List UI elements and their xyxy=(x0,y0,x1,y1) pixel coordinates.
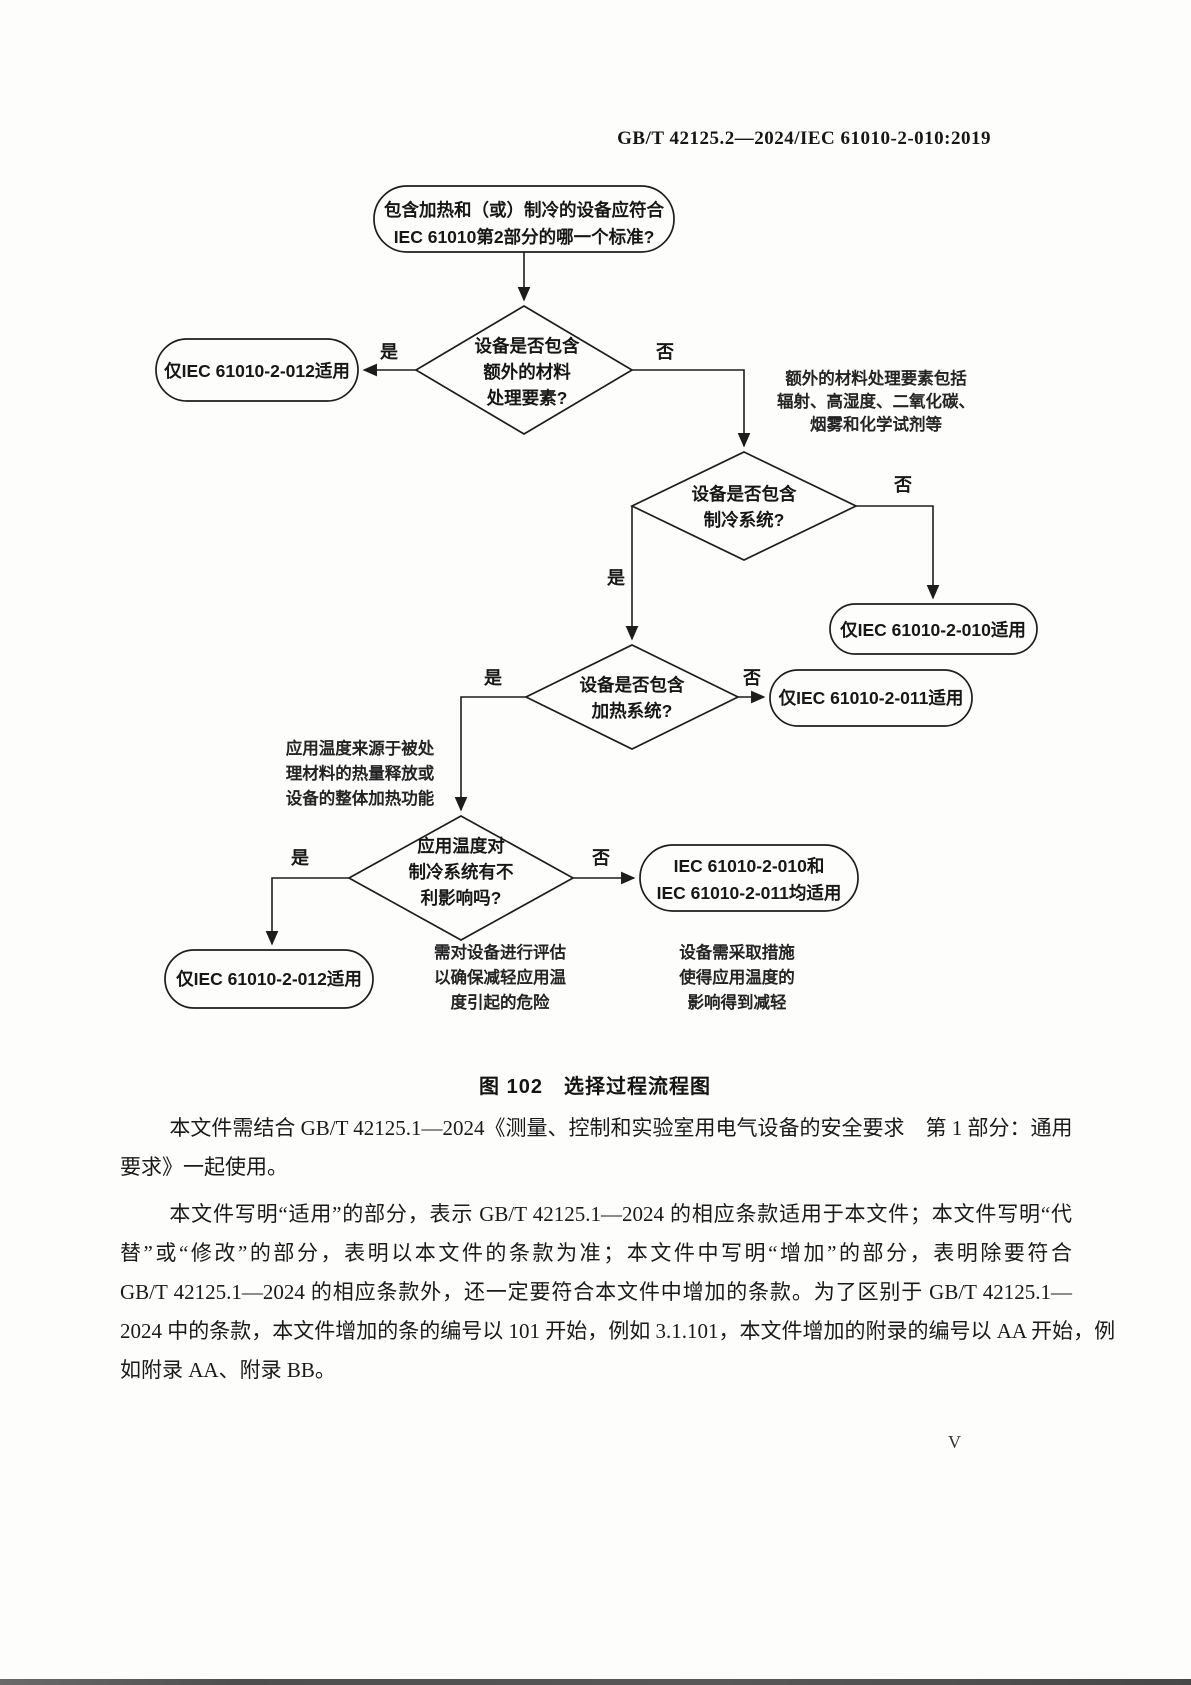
body-paragraph-2: 本文件写明“适用”的部分，表示 GB/T 42125.1—2024 的相应条款适… xyxy=(120,1195,1116,1390)
decision-cooling-label: 设备是否包含 xyxy=(692,484,797,504)
result-010-011-label: IEC 61010-2-011均适用 xyxy=(657,883,842,903)
result-012-bottom-label: 仅IEC 61010-2-012适用 xyxy=(175,969,362,989)
decision-cooling-label: 制冷系统? xyxy=(704,510,785,530)
decision-adverse-effect-shape xyxy=(347,815,575,941)
note-material-factors: 额外的材料处理要素包括 xyxy=(785,368,967,388)
branch-label-no-3: 否 xyxy=(742,668,761,688)
standard-number-header: GB/T 42125.2—2024/IEC 61010-2-010:2019 xyxy=(617,128,991,149)
decision-material-label: 额外的材料 xyxy=(483,362,571,382)
result-010-011-shape xyxy=(639,844,859,912)
decision-material-label: 处理要素? xyxy=(486,388,568,408)
decision-adverse-effect-label: 制冷系统有不 xyxy=(409,862,514,882)
start-node-label: IEC 61010第2部分的哪一个标准? xyxy=(394,227,655,247)
body-paragraph-1: 本文件需结合 GB/T 42125.1—2024《测量、控制和实验室用电气设备的… xyxy=(120,1109,1073,1187)
paragraph-line: 如附录 AA、附录 BB。 xyxy=(120,1358,336,1382)
start-node-label: 包含加热和（或）制冷的设备应符合 xyxy=(384,200,664,220)
note-app-temp-source: 应用温度来源于被处 xyxy=(286,738,435,758)
note-assessment: 以确保减轻应用温 xyxy=(434,967,567,987)
decision-adverse-effect-label: 利影响吗? xyxy=(421,888,502,908)
branch-label-no-4: 否 xyxy=(591,848,610,868)
branch-label-yes-3: 是 xyxy=(483,668,502,688)
branch-label-yes-1: 是 xyxy=(379,342,398,362)
connector-d4-yes xyxy=(265,877,349,946)
connector-d2-no xyxy=(856,505,940,600)
note-measures: 影响得到减轻 xyxy=(688,992,788,1012)
paragraph-line: 本文件写明“适用”的部分，表示 GB/T 42125.1—2024 的相应条款适… xyxy=(169,1202,1072,1226)
paragraph-line: 本文件需结合 GB/T 42125.1—2024《测量、控制和实验室用电气设备的… xyxy=(169,1116,1073,1140)
figure-caption: 图 102 选择过程流程图 xyxy=(479,1076,711,1098)
note-app-temp-source: 设备的整体加热功能 xyxy=(286,788,435,808)
decision-heating-label: 设备是否包含 xyxy=(580,675,685,695)
result-010-011-label: IEC 61010-2-010和 xyxy=(674,856,825,876)
decision-heating-shape xyxy=(524,644,740,750)
result-011-shape xyxy=(769,669,973,727)
result-012-top-shape xyxy=(155,338,359,402)
connector-d3-yes xyxy=(454,696,526,812)
selection-flowchart: 是 否 否 是 是 否 是 否 包含加热和（或）制冷的设备应符合 IEC 610… xyxy=(155,185,1038,1012)
branch-label-no-1: 否 xyxy=(655,342,674,362)
paragraph-line: 2024 中的条款，本文件增加的条的编号以 101 开始，例如 3.1.101，… xyxy=(120,1319,1116,1343)
result-010-label: 仅IEC 61010-2-010适用 xyxy=(839,620,1026,640)
branch-label-yes-2: 是 xyxy=(606,568,625,588)
scan-edge-artifact xyxy=(0,1679,1191,1685)
note-material-factors: 辐射、高湿度、二氧化碳、 xyxy=(777,391,975,411)
paragraph-line: GB/T 42125.1—2024 的相应条款外，还一定要符合本文件中增加的条款… xyxy=(120,1280,1072,1304)
note-assessment: 度引起的危险 xyxy=(451,992,551,1012)
page-number: V xyxy=(948,1432,961,1452)
decision-adverse-effect-label: 应用温度对 xyxy=(417,836,505,856)
decision-material-label: 设备是否包含 xyxy=(475,336,580,356)
result-011-label: 仅IEC 61010-2-011适用 xyxy=(778,688,964,708)
result-010-shape xyxy=(829,603,1038,655)
decision-heating-label: 加热系统? xyxy=(591,701,673,721)
decision-cooling-shape xyxy=(630,451,858,561)
result-012-bottom-shape xyxy=(164,949,374,1009)
paragraph-line: 要求》一起使用。 xyxy=(120,1155,288,1179)
connector-d1-no xyxy=(632,369,751,448)
branch-label-no-2: 否 xyxy=(893,475,912,495)
paragraph-line: 替”或“修改”的部分，表明以本文件的条款为准；本文件中写明“增加”的部分，表明除… xyxy=(120,1241,1072,1265)
result-012-top-label: 仅IEC 61010-2-012适用 xyxy=(163,361,350,381)
decision-material-shape xyxy=(414,305,634,435)
note-assessment: 需对设备进行评估 xyxy=(434,942,567,962)
note-app-temp-source: 理材料的热量释放或 xyxy=(286,763,435,783)
branch-label-yes-4: 是 xyxy=(290,848,309,868)
note-material-factors: 烟雾和化学试剂等 xyxy=(810,414,943,434)
note-measures: 使得应用温度的 xyxy=(678,967,795,987)
note-measures: 设备需采取措施 xyxy=(679,942,795,962)
start-node-shape xyxy=(373,185,675,253)
